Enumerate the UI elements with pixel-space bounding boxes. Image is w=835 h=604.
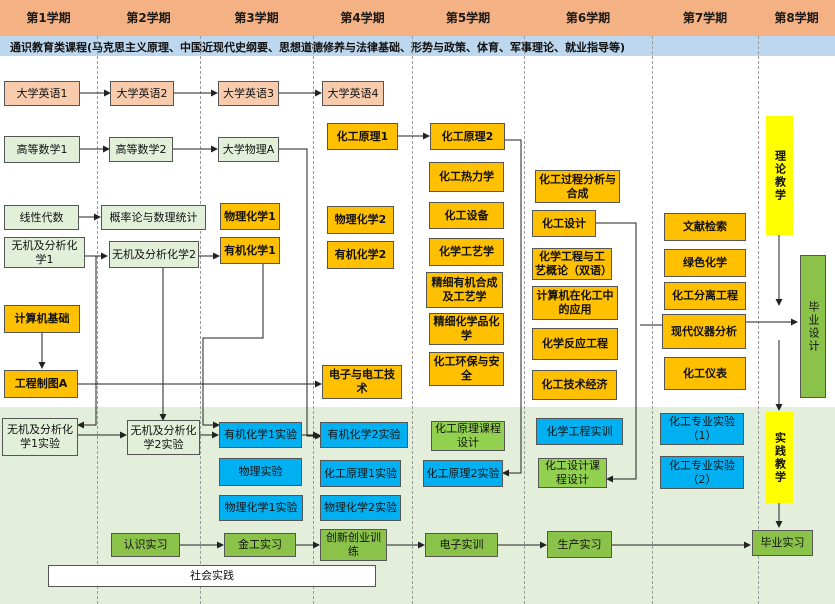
course-chem-engineering-1: 化工原理1 [327, 123, 398, 150]
course-probability: 概率论与数理统计 [101, 205, 206, 230]
course-green-chemistry: 绿色化学 [664, 249, 746, 277]
course-english-2: 大学英语2 [110, 81, 174, 106]
course-fine-organic-synthesis: 精细有机合成及工艺学 [426, 272, 503, 308]
course-fine-chemicals: 精细化学品化学 [429, 313, 504, 345]
course-organic-chemistry-2: 有机化学2 [327, 241, 394, 269]
project-design-course: 化工设计课程设计 [538, 458, 607, 488]
lab-chem-engineering-1: 化工原理1实验 [320, 460, 401, 487]
general-education-text: 通识教育类课程(马克思主义原理、中国近现代史纲要、思想道德修养与法律基础、形势与… [10, 41, 626, 54]
practice-innovation-training: 创新创业训练 [320, 529, 387, 561]
lab-physical-chemistry-2: 物理化学2实验 [320, 495, 401, 521]
course-chem-design: 化工设计 [532, 210, 596, 237]
semester-8: 第8学期 [774, 11, 819, 25]
semester-5: 第5学期 [445, 11, 491, 25]
practice-recognition-internship: 认识实习 [111, 533, 180, 557]
lab-professional-1: 化工专业实验（1） [660, 413, 744, 445]
lab-inorganic-1: 无机及分析化学1实验 [2, 418, 78, 456]
course-separation-engineering: 化工分离工程 [664, 282, 746, 310]
practice-graduation-internship: 毕业实习 [752, 530, 813, 556]
course-inorganic-1: 无机及分析化学1 [4, 237, 85, 268]
course-physical-chemistry-2: 物理化学2 [327, 206, 394, 234]
practice-production: 生产实习 [547, 531, 612, 558]
label-theory-teaching: 理论教学 [766, 116, 793, 235]
lab-inorganic-2: 无机及分析化学2实验 [127, 420, 200, 455]
course-engineering-drawing: 工程制图A [4, 370, 78, 398]
lab-chem-engineering-2: 化工原理2实验 [423, 460, 503, 487]
course-chem-engineering-2: 化工原理2 [430, 123, 505, 150]
course-linear-algebra: 线性代数 [4, 205, 79, 230]
course-reaction-engineering: 化学反应工程 [532, 328, 618, 360]
course-thermodynamics: 化工热力学 [429, 162, 504, 192]
course-computer-basics: 计算机基础 [4, 305, 80, 333]
course-organic-chemistry-1: 有机化学1 [220, 237, 280, 264]
semester-7: 第7学期 [682, 11, 728, 25]
course-environmental-safety: 化工环保与安全 [429, 352, 504, 386]
practice-electronics: 电子实训 [425, 533, 498, 557]
course-inorganic-2: 无机及分析化学2 [109, 241, 199, 268]
course-chem-instruments: 化工仪表 [664, 357, 746, 390]
lab-physics: 物理实验 [219, 458, 302, 486]
lab-organic-2: 有机化学2实验 [320, 422, 408, 448]
course-electrical-tech: 电子与电工技术 [322, 365, 402, 399]
course-process-analysis: 化工过程分析与合成 [535, 170, 620, 203]
course-english-1: 大学英语1 [4, 81, 80, 106]
course-math-1: 高等数学1 [4, 136, 80, 163]
label-practice-teaching: 实践教学 [766, 412, 793, 503]
course-physical-chemistry-1: 物理化学1 [220, 203, 280, 230]
course-english-3: 大学英语3 [218, 81, 279, 106]
practice-chem-engineering-training: 化学工程实训 [536, 418, 623, 445]
practice-social: 社会实践 [48, 565, 376, 587]
semester-divider [313, 36, 314, 604]
semester-3: 第3学期 [234, 11, 279, 25]
semester-header: 第1学期 第2学期 第3学期 第4学期 第5学期 第6学期 第7学期 第8学期 [0, 0, 835, 37]
project-chem-engineering-design: 化工原理课程设计 [431, 421, 505, 451]
course-instrumental-analysis: 现代仪器分析 [662, 314, 746, 349]
course-chem-equipment: 化工设备 [429, 202, 504, 229]
semester-divider [652, 36, 653, 604]
semester-divider [200, 36, 201, 604]
semester-1: 第1学期 [26, 11, 71, 25]
course-tech-economics: 化工技术经济 [532, 370, 617, 400]
graduation-thesis: 毕业设计 [800, 255, 826, 398]
semester-4: 第4学期 [340, 11, 385, 25]
course-computer-application: 计算机在化工中的应用 [532, 286, 618, 320]
general-education-bar: 通识教育类课程(马克思主义原理、中国近现代史纲要、思想道德修养与法律基础、形势与… [0, 36, 835, 56]
course-chemical-process: 化学工艺学 [429, 238, 504, 266]
lab-organic-1: 有机化学1实验 [219, 422, 302, 448]
semester-6: 第6学期 [565, 11, 611, 25]
semester-divider [758, 36, 759, 604]
course-physics: 大学物理A [218, 137, 279, 162]
course-math-2: 高等数学2 [109, 137, 173, 162]
course-intro-bilingual: 化学工程与工艺概论（双语） [532, 248, 612, 280]
semester-divider [524, 36, 525, 604]
lab-physical-chemistry-1: 物理化学1实验 [219, 495, 303, 521]
semester-divider [412, 36, 413, 604]
semester-divider [97, 36, 98, 604]
practice-metalwork: 金工实习 [224, 533, 296, 557]
course-literature-search: 文献检索 [664, 213, 746, 241]
semester-2: 第2学期 [126, 11, 171, 25]
course-english-4: 大学英语4 [322, 81, 384, 106]
lab-professional-2: 化工专业实验（2） [660, 456, 744, 489]
